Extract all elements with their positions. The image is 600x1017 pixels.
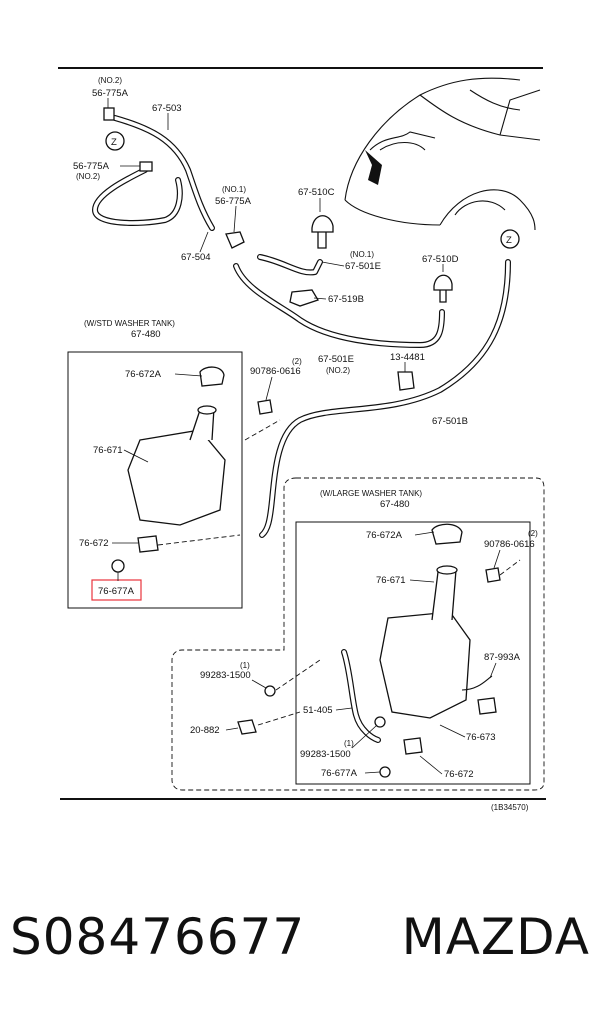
- brand-name: MAZDA: [401, 908, 590, 966]
- label-99283-top-qty: (1): [240, 661, 250, 670]
- label-large-76-672: 76-672: [444, 769, 474, 780]
- label-51-405: 51-405: [303, 705, 333, 716]
- label-67-519b: 67-519B: [328, 294, 364, 305]
- clip-20-882: [237, 719, 257, 735]
- nozzle-67-510d: [433, 274, 453, 303]
- connector-56-775a-mid: [225, 231, 245, 249]
- label-67-510d: 67-510D: [422, 254, 459, 265]
- z-marker-left: [105, 131, 125, 151]
- nozzle-67-510c: [311, 215, 334, 249]
- large-washer-tank: [379, 523, 521, 778]
- diagram-code: (1B34570): [491, 803, 529, 812]
- label-std-76-671: 76-671: [93, 445, 123, 456]
- connector-56-775a-left: [139, 161, 153, 172]
- label-no2-left: (NO.2): [76, 172, 100, 181]
- clamp-99283-bottom: [374, 716, 386, 728]
- clip-13-4481: [397, 371, 415, 391]
- std-tank-box: [67, 351, 243, 609]
- label-13-4481: 13-4481: [390, 352, 425, 363]
- label-67-510c: 67-510C: [298, 187, 335, 198]
- washer-system-diagram: Z Z: [58, 67, 546, 812]
- label-large-76-677a: 76-677A: [321, 768, 358, 779]
- label-56-775a-mid: 56-775A: [215, 196, 252, 207]
- hose-67-503: [112, 115, 215, 231]
- label-std-tank-title: (W/STD WASHER TANK): [84, 319, 175, 328]
- large-tank-box: [295, 521, 531, 785]
- label-std-76-677a: 76-677A: [98, 586, 135, 597]
- label-large-87-993a: 87-993A: [484, 652, 521, 663]
- large-tank-dashed-area: [171, 477, 545, 791]
- label-large-76-671: 76-671: [376, 575, 406, 586]
- label-no2-bottom: (NO.2): [326, 366, 350, 375]
- clamp-99283-top: [264, 685, 276, 697]
- label-99283-top: 99283-1500: [200, 670, 251, 681]
- hose-67-501e-no2: [233, 263, 445, 348]
- label-std-76-672a: 76-672A: [125, 369, 162, 380]
- label-std-tank-number: 67-480: [131, 329, 161, 340]
- z-marker-right-label: Z: [506, 235, 512, 246]
- z-marker-left-label: Z: [111, 137, 117, 148]
- part-number: S08476677: [10, 908, 306, 966]
- hose-67-501b: [259, 259, 511, 538]
- label-67-501b: 67-501B: [432, 416, 468, 427]
- label-67-501e-top: 67-501E: [345, 261, 381, 272]
- hose-51-405: [341, 649, 381, 743]
- connector-56-775a-top: [103, 107, 115, 121]
- highlight-76-677a: [91, 579, 142, 601]
- label-99283-bottom-qty: (1): [344, 739, 354, 748]
- label-large-tank-title: (W/LARGE WASHER TANK): [320, 489, 422, 498]
- label-large-tank-number: 67-480: [380, 499, 410, 510]
- label-std-76-672: 76-672: [79, 538, 109, 549]
- std-washer-tank: [111, 366, 281, 573]
- label-67-504: 67-504: [181, 252, 211, 263]
- label-large-76-672a: 76-672A: [366, 530, 403, 541]
- label-67-501e-bottom: 67-501E: [318, 354, 354, 365]
- label-67-503: 67-503: [152, 103, 182, 114]
- label-no2-top: (NO.2): [98, 76, 122, 85]
- label-20-882: 20-882: [190, 725, 220, 736]
- clip-67-519b: [289, 289, 319, 307]
- label-large-76-673: 76-673: [466, 732, 496, 743]
- label-std-90786-qty: (2): [292, 357, 302, 366]
- label-large-90786-qty: (2): [528, 529, 538, 538]
- label-56-775a-top: 56-775A: [92, 88, 129, 99]
- label-no1-right: (NO.1): [350, 250, 374, 259]
- hose-67-504: [92, 167, 183, 226]
- hose-67-501e-no1: [257, 254, 323, 276]
- leader-lines: [107, 98, 501, 775]
- label-56-775a-left: 56-775A: [73, 161, 110, 172]
- z-marker-right: [500, 229, 520, 249]
- label-std-90786: 90786-0616: [250, 366, 301, 377]
- label-99283-bottom: 99283-1500: [300, 749, 351, 760]
- car-outline: [344, 77, 541, 231]
- label-large-90786: 90786-0616: [484, 539, 535, 550]
- footer: S08476677 MAZDA: [0, 900, 600, 980]
- label-no1-mid: (NO.1): [222, 185, 246, 194]
